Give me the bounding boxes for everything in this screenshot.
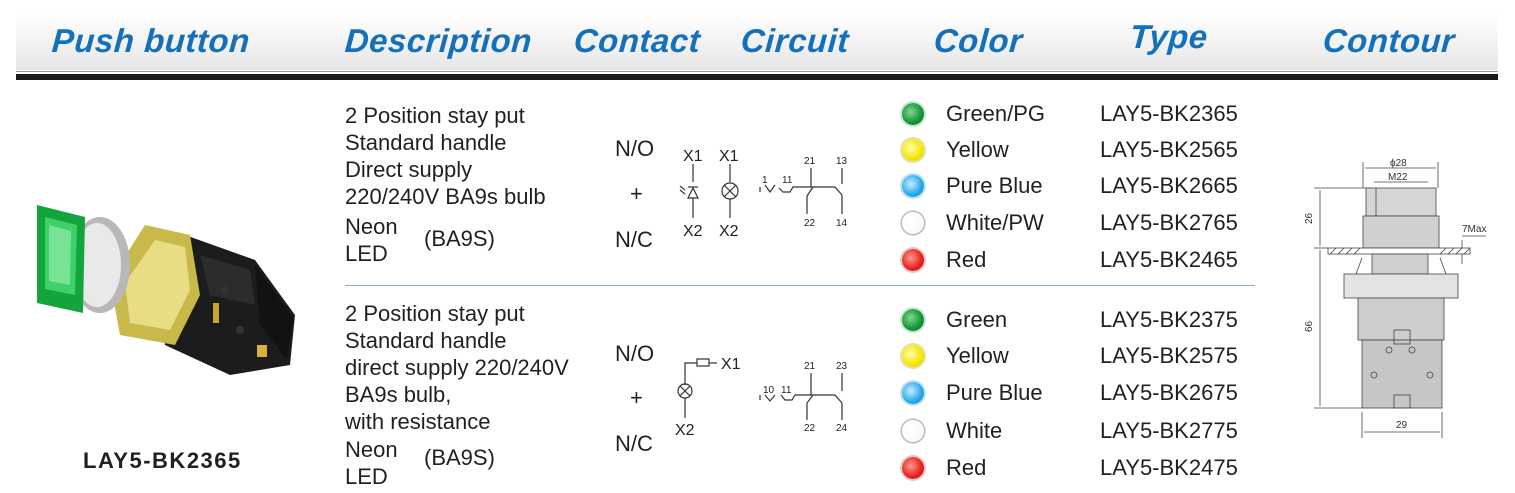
svg-text:21: 21 xyxy=(804,361,816,372)
svg-text:11: 11 xyxy=(782,175,793,186)
variant-color: Yellow xyxy=(946,343,1009,368)
product-photo xyxy=(37,205,295,375)
variant-color: Green/PG xyxy=(946,101,1046,126)
led-white-icon xyxy=(902,420,924,442)
variant-color: White/PW xyxy=(946,210,1044,235)
variant-type: LAY5-BK2675 xyxy=(1100,380,1238,405)
variant-type: LAY5-BK2365 xyxy=(1100,101,1238,126)
product-model-caption: LAY5-BK2365 xyxy=(83,448,242,473)
svg-text:29: 29 xyxy=(1396,420,1408,431)
svg-text:26: 26 xyxy=(1304,212,1315,224)
led-red-icon xyxy=(902,457,924,479)
variant-color: Pure Blue xyxy=(946,380,1043,405)
led-blue-icon xyxy=(902,175,924,197)
variant-color: Red xyxy=(946,455,987,480)
header-divider xyxy=(16,71,1498,80)
row1-circuit-diagram: X1 X2 X1 X2 1 11 21 13 22 14 xyxy=(679,148,848,240)
row-separator xyxy=(345,285,1255,286)
svg-text:M22: M22 xyxy=(1388,172,1408,183)
svg-text:7Max: 7Max xyxy=(1462,224,1486,235)
col-header-type: Type xyxy=(1128,18,1210,55)
col-header-circuit: Circuit xyxy=(739,22,851,59)
svg-text:22: 22 xyxy=(804,423,816,434)
col-header-color: Color xyxy=(932,22,1025,59)
variant-color: White xyxy=(946,418,1003,443)
svg-text:22: 22 xyxy=(804,218,816,229)
led-red-icon xyxy=(902,249,924,271)
variant-color: Green xyxy=(946,307,1008,332)
col-header-contact: Contact xyxy=(572,22,702,59)
row2-description: 2 Position stay put Standard handle dire… xyxy=(345,301,569,434)
svg-text:X1: X1 xyxy=(719,148,739,165)
col-header-push-button: Push button xyxy=(50,22,252,59)
variant-type: LAY5-BK2775 xyxy=(1100,418,1238,443)
svg-text:X1: X1 xyxy=(721,356,741,373)
led-green-icon xyxy=(902,309,924,331)
col-header-contour: Contour xyxy=(1321,22,1457,59)
svg-text:66: 66 xyxy=(1304,320,1315,332)
svg-text:10: 10 xyxy=(763,385,775,396)
contour-dimension-drawing: ϕ28 M22 26 66 7Max 29 xyxy=(1304,158,1486,438)
row1-lamp-base: (BA9S) xyxy=(424,226,495,251)
variant-type: LAY5-BK2575 xyxy=(1100,343,1238,368)
row2-lamp-types: Neon LED xyxy=(345,437,398,489)
svg-text:X2: X2 xyxy=(675,422,695,439)
svg-text:23: 23 xyxy=(836,361,848,372)
svg-text:1: 1 xyxy=(762,175,768,186)
svg-text:ϕ28: ϕ28 xyxy=(1390,158,1407,169)
row1-contact-nc: N/C xyxy=(615,227,653,252)
svg-text:21: 21 xyxy=(804,156,816,167)
variant-type: LAY5-BK2665 xyxy=(1100,173,1238,198)
row1-contact-no: N/O xyxy=(615,136,655,161)
svg-text:24: 24 xyxy=(836,423,848,434)
row2-lamp-base: (BA9S) xyxy=(424,445,495,470)
svg-text:14: 14 xyxy=(836,218,848,229)
row1-lamp-types: Neon LED xyxy=(345,214,398,266)
variant-color: Pure Blue xyxy=(946,173,1043,198)
row2-contact-no: N/O xyxy=(615,341,655,366)
row1-description: 2 Position stay put Standard handle Dire… xyxy=(345,103,546,209)
variant-color: Yellow xyxy=(946,137,1009,162)
variant-type: LAY5-BK2465 xyxy=(1100,247,1238,272)
led-white-icon xyxy=(902,212,924,234)
svg-text:X2: X2 xyxy=(719,223,739,240)
row1-contact-plus: + xyxy=(630,181,643,206)
variant-type: LAY5-BK2565 xyxy=(1100,137,1238,162)
variant-type: LAY5-BK2375 xyxy=(1100,307,1238,332)
svg-text:11: 11 xyxy=(781,385,792,396)
variant-type: LAY5-BK2765 xyxy=(1100,210,1238,235)
row2-contact-plus: + xyxy=(630,385,643,410)
led-green-icon xyxy=(902,103,924,125)
svg-text:X2: X2 xyxy=(683,223,703,240)
led-yellow-icon xyxy=(902,345,924,367)
svg-text:13: 13 xyxy=(836,156,848,167)
row2-circuit-diagram: X1 X2 10 11 21 23 22 24 xyxy=(675,356,848,439)
col-header-description: Description xyxy=(343,22,534,59)
led-blue-icon xyxy=(902,382,924,404)
variant-type: LAY5-BK2475 xyxy=(1100,455,1238,480)
svg-text:X1: X1 xyxy=(683,148,703,165)
variant-color: Red xyxy=(946,247,987,272)
header-bar xyxy=(16,14,1498,70)
row2-contact-nc: N/C xyxy=(615,431,653,456)
led-yellow-icon xyxy=(902,139,924,161)
